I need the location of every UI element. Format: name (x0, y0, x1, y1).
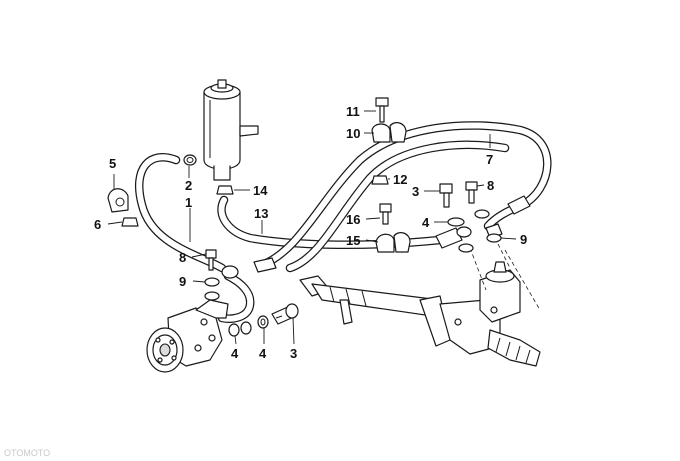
callout-16: 16 (346, 212, 360, 227)
part-5-clip (107, 188, 129, 213)
callout-3-right: 3 (412, 184, 419, 199)
callout-1: 1 (185, 195, 192, 210)
callout-2: 2 (185, 178, 192, 193)
guide-line-rack (504, 249, 541, 311)
part-4-washer-lower-a (228, 323, 240, 337)
callout-9-right: 9 (520, 232, 527, 247)
part-15-clamp (375, 232, 411, 253)
part-2-clamp (183, 154, 197, 166)
callout-4-right: 4 (422, 215, 430, 230)
leader-9-left (192, 280, 206, 283)
leader-15 (365, 239, 379, 243)
callout-6: 6 (94, 217, 101, 232)
callout-13: 13 (254, 206, 268, 221)
leader-4-lower-a (234, 335, 237, 345)
part-3-bolt-right (439, 183, 453, 208)
callout-4-lower-b: 4 (259, 346, 267, 361)
callout-14: 14 (253, 183, 268, 198)
callout-8-left: 8 (179, 250, 186, 265)
part-14-nut (216, 185, 234, 195)
leader-8-right (476, 184, 485, 187)
callout-11: 11 (346, 104, 360, 119)
callout-9-left: 9 (179, 274, 186, 289)
leader-6 (107, 221, 123, 225)
pressure-line (217, 271, 255, 323)
guide-line-9 (469, 247, 487, 291)
part-9-washer-left (204, 277, 220, 301)
callout-7: 7 (486, 152, 493, 167)
callout-10: 10 (346, 126, 360, 141)
part-6-nut (121, 217, 139, 227)
leader-8-left (191, 253, 207, 258)
callout-12: 12 (393, 172, 407, 187)
banjo-union-left (221, 257, 277, 279)
hose-1 (134, 153, 227, 273)
leader-9-right (500, 237, 517, 240)
callout-4-lower-a: 4 (231, 346, 239, 361)
guide-line-8 (497, 243, 511, 269)
part-16-bolt (379, 203, 392, 225)
callout-5: 5 (109, 156, 116, 171)
callout-3-lower: 3 (290, 346, 297, 361)
watermark: OTOMOTO (4, 448, 50, 458)
hose-7-return (285, 140, 510, 273)
callout-8-right: 8 (487, 178, 494, 193)
leader-16 (365, 217, 381, 220)
callout-15: 15 (346, 233, 360, 248)
part-12-nut (371, 175, 389, 185)
steering-rack (299, 261, 541, 367)
part-8-bolt-right (465, 181, 478, 204)
part-11-bolt (375, 97, 389, 123)
part-3-bolt-lower (271, 303, 299, 325)
oil-reservoir (203, 79, 259, 181)
leader-3-lower (292, 317, 295, 345)
part-4-washer-right (447, 209, 490, 227)
power-steering-pump (146, 299, 229, 373)
part-4-washer-lower-b (257, 315, 269, 329)
part-10-clamp (371, 122, 407, 143)
union-nut-lower (240, 321, 252, 335)
